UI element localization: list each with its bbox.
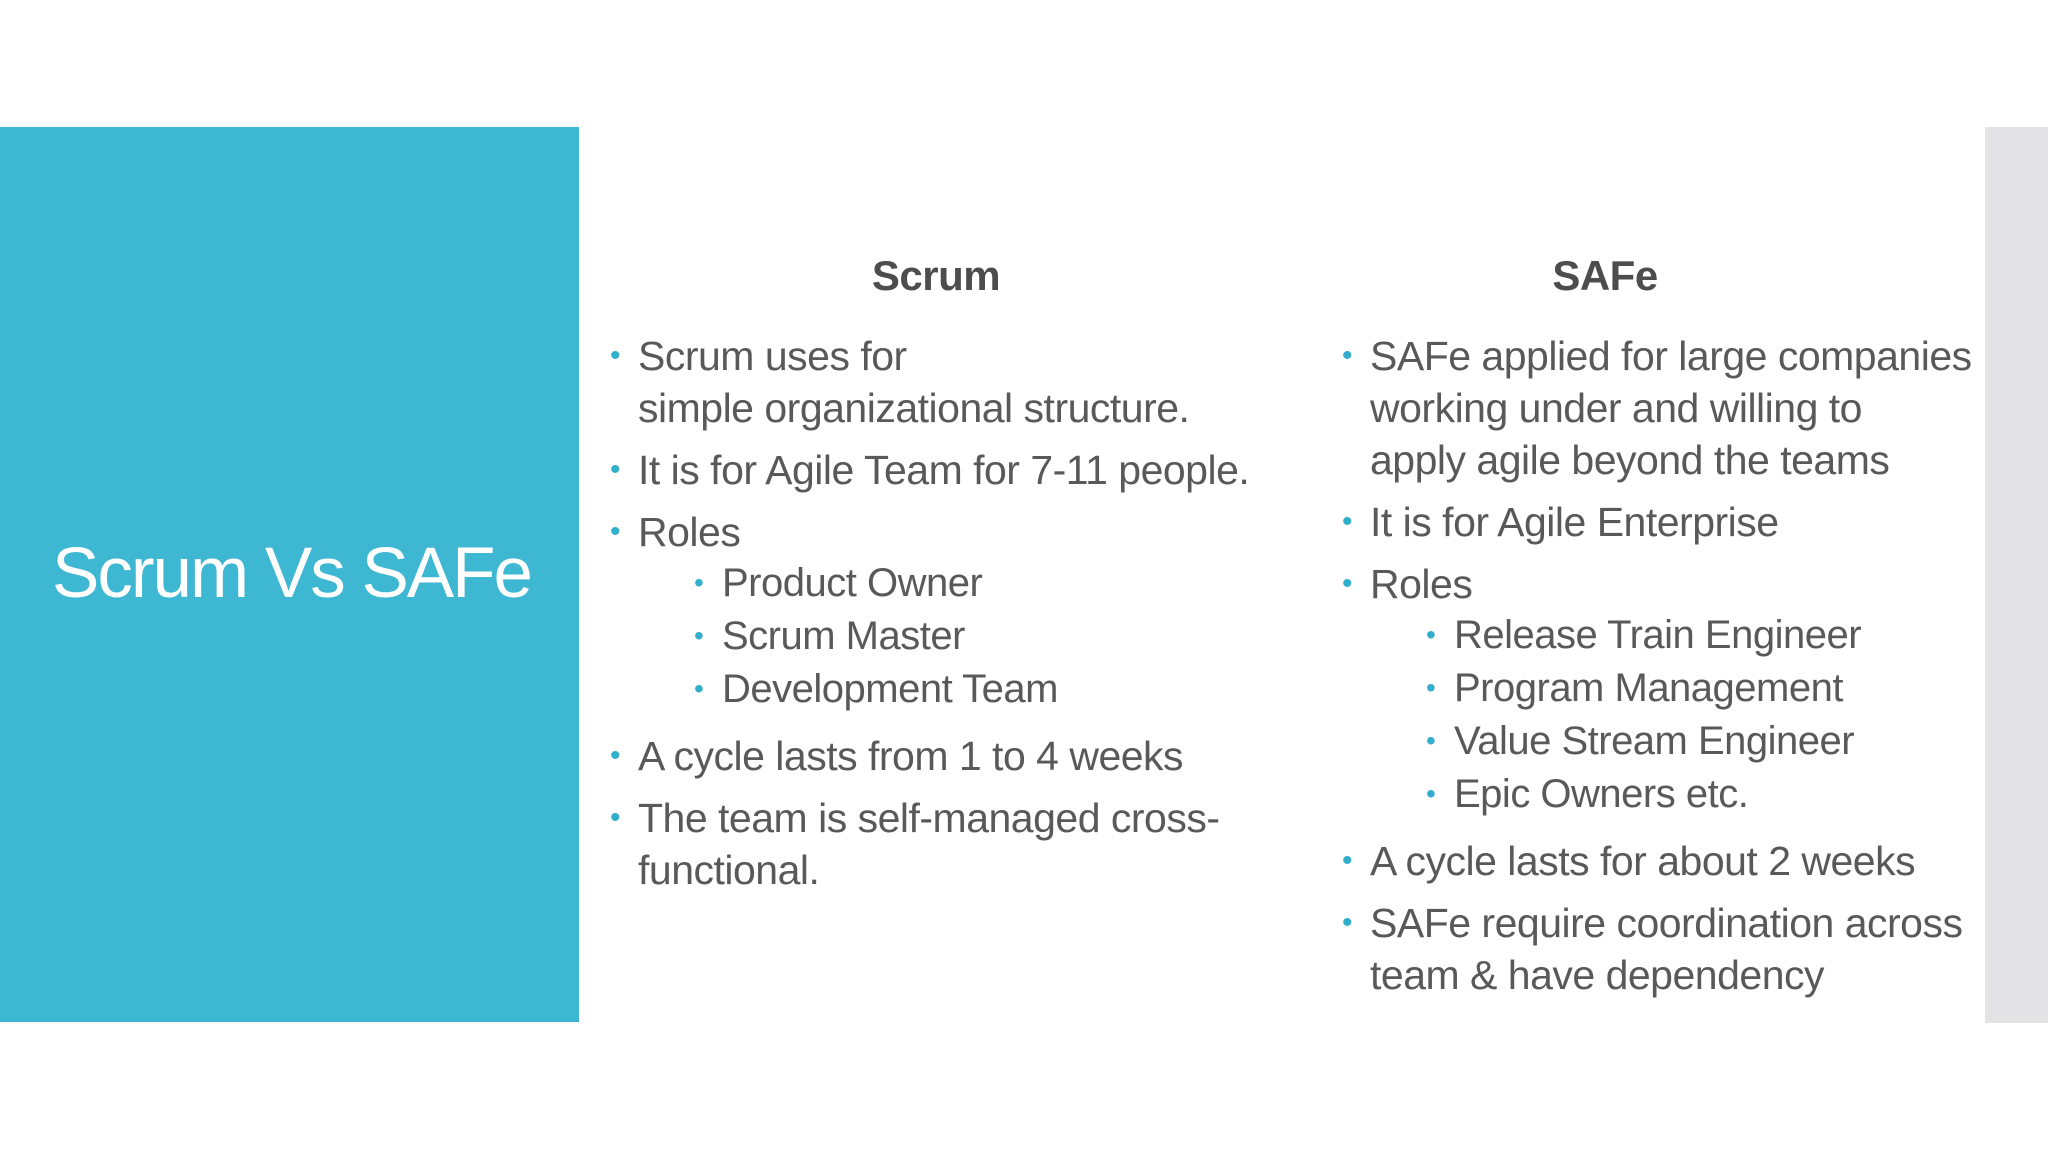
- bullet-dot-icon: •: [694, 673, 704, 704]
- bullet-item: • Program Management: [1416, 663, 1878, 713]
- bullet-item: • Value Stream Engineer: [1416, 716, 1878, 766]
- bullet-item: • Roles: [1332, 558, 1878, 610]
- bullet-item: • Scrum uses for simple organizational st…: [600, 330, 1272, 434]
- bullet-dot-icon: •: [1342, 567, 1353, 600]
- title-panel: Scrum Vs SAFe: [0, 127, 579, 1022]
- bullet-dot-icon: •: [610, 453, 621, 486]
- column-header: SAFe: [1552, 252, 1658, 299]
- bullet-text: It is for Agile Enterprise: [1370, 499, 1779, 545]
- bullet-text: It is for Agile Team for 7-11 people.: [638, 447, 1250, 493]
- bullet-item: • It is for Agile Team for 7-11 people.: [600, 444, 1272, 496]
- slide-title: Scrum Vs SAFe: [52, 534, 533, 614]
- bullet-item: • Release Train Engineer: [1416, 610, 1878, 660]
- bullet-item: • A cycle lasts for about 2 weeks: [1332, 835, 1916, 887]
- bullet-dot-icon: •: [610, 739, 621, 772]
- bullet-list: • SAFe applied for large companies workin…: [1332, 330, 1972, 1001]
- bullet-dot-icon: •: [694, 620, 704, 651]
- bullet-text: A cycle lasts from 1 to 4 weeks: [638, 733, 1184, 779]
- bullet-list: • Scrum uses for simple organizational st…: [600, 330, 1272, 896]
- column-safe: SAFe • SAFe applied for large companies wo…: [1332, 252, 1972, 1011]
- bullet-item: • The team is self-managed cross- functio…: [600, 792, 1272, 896]
- bullet-text: Program Management: [1454, 666, 1843, 710]
- column-scrum: Scrum • Scrum uses for simple organization…: [600, 252, 1272, 906]
- bullet-item: • Development Team: [684, 664, 1272, 714]
- bullet-text: Roles: [638, 509, 741, 555]
- bullet-text: Epic Owners etc.: [1454, 772, 1749, 816]
- bullet-item: • SAFe require coordination across team &…: [1332, 897, 1963, 1001]
- bullet-text: Scrum uses for simple organizational str…: [638, 333, 1190, 431]
- bullet-dot-icon: •: [1342, 906, 1353, 939]
- bullet-dot-icon: •: [1426, 725, 1436, 756]
- bullet-dot-icon: •: [1342, 505, 1353, 538]
- bullet-text: Roles: [1370, 561, 1473, 607]
- bullet-item: • SAFe applied for large companies workin…: [1332, 330, 1972, 486]
- bullet-text: Product Owner: [722, 561, 983, 605]
- bullet-dot-icon: •: [1426, 778, 1436, 809]
- bullet-item: • Epic Owners etc.: [1416, 769, 1878, 819]
- bullet-text: Development Team: [722, 667, 1058, 711]
- bullet-dot-icon: •: [610, 339, 621, 372]
- bullet-item: • Product Owner: [684, 558, 1272, 608]
- right-edge-strip: [1985, 127, 2048, 1023]
- bullet-item: • Roles: [600, 506, 1272, 558]
- bullet-dot-icon: •: [694, 567, 704, 598]
- bullet-dot-icon: •: [1342, 844, 1353, 877]
- bullet-text: A cycle lasts for about 2 weeks: [1370, 838, 1916, 884]
- bullet-item: • A cycle lasts from 1 to 4 weeks: [600, 730, 1272, 782]
- bullet-text: Scrum Master: [722, 614, 965, 658]
- bullet-dot-icon: •: [1342, 339, 1353, 372]
- bullet-text: SAFe require coordination across team & …: [1370, 900, 1963, 998]
- bullet-text: Release Train Engineer: [1454, 613, 1862, 657]
- bullet-text: The team is self-managed cross- function…: [638, 795, 1220, 893]
- bullet-item: • Scrum Master: [684, 611, 1272, 661]
- bullet-dot-icon: •: [1426, 672, 1436, 703]
- bullet-dot-icon: •: [610, 801, 621, 834]
- bullet-item: • It is for Agile Enterprise: [1332, 496, 1878, 548]
- column-header: Scrum: [871, 252, 1001, 299]
- bullet-dot-icon: •: [610, 515, 621, 548]
- bullet-dot-icon: •: [1426, 619, 1436, 650]
- bullet-text: SAFe applied for large companies working…: [1370, 333, 1972, 483]
- bullet-text: Value Stream Engineer: [1454, 719, 1855, 763]
